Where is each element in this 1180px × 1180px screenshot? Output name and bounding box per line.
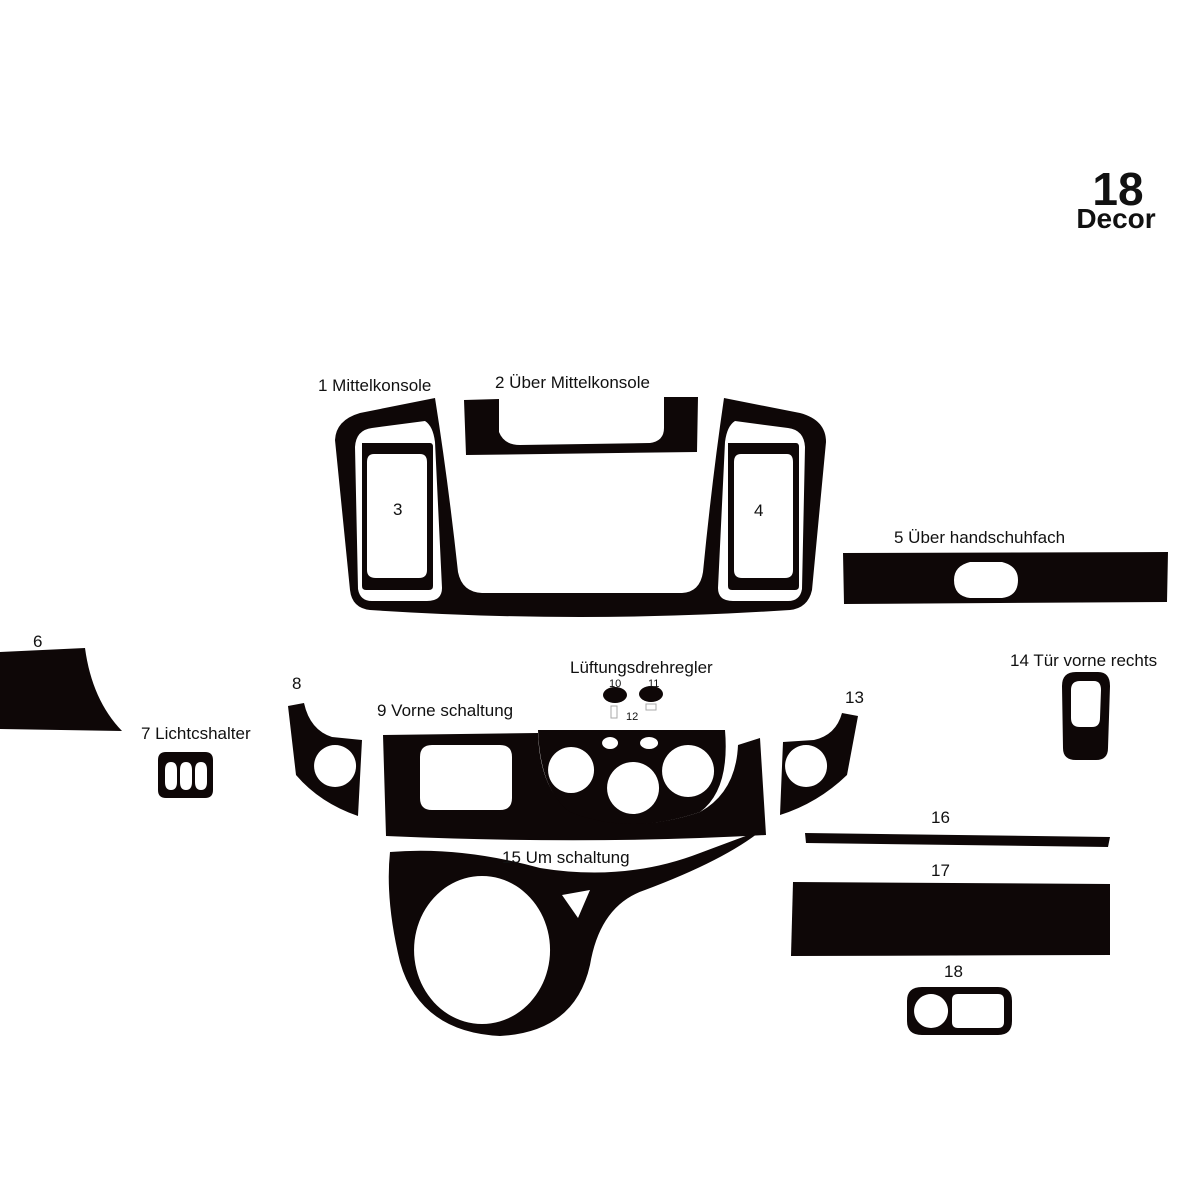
piece-13 [780,713,858,815]
label-piece-18: 18 [944,962,963,981]
label-piece-2: 2 Über Mittelkonsole [495,373,650,392]
piece-11-vent-knob [639,686,663,702]
piece-8 [288,703,362,816]
label-piece-16: 16 [931,808,950,827]
label-piece-17: 17 [931,861,950,880]
piece-vent-controls-panel [538,730,726,824]
piece-6 [0,648,122,731]
piece-4-right-vent-frame [728,443,799,590]
label-piece-8: 8 [292,674,301,693]
piece-12-small-insert-b [645,703,657,711]
label-piece-12: 12 [626,711,638,723]
label-piece-9: 9 Vorne schaltung [377,701,513,720]
label-piece-6: 6 [33,632,42,651]
label-piece-3: 3 [393,500,402,519]
piece-14-front-right-door [1062,672,1110,760]
piece-3-left-vent-frame [362,443,433,590]
piece-18 [907,987,1012,1035]
piece-5-above-glovebox [843,552,1168,604]
label-piece-10: 10 [609,678,621,690]
piece-1-center-console [335,398,826,617]
decor-title: Decor [1076,203,1155,234]
piece-12-small-insert [610,705,618,719]
label-piece-15: 15 Um schaltung [502,848,630,867]
piece-15-around-shifter [388,830,762,1036]
label-piece-14: 14 Tür vorne rechts [1010,651,1157,670]
label-piece-1: 1 Mittelkonsole [318,376,431,395]
label-piece-11: 11 [648,678,659,690]
label-piece-5: 5 Über handschuhfach [894,528,1065,547]
piece-9-front-shifter [383,733,766,841]
label-piece-13: 13 [845,688,864,707]
piece-17-panel [791,882,1110,956]
piece-2-above-center-console [464,397,698,455]
label-piece-4: 4 [754,501,763,520]
piece-10-vent-knob [603,687,627,703]
piece-16-strip [805,833,1110,847]
piece-7-light-switch [158,752,213,798]
piece-count: 18 [1092,163,1143,215]
label-vent-controls: Lüftungsdrehregler [570,658,713,677]
label-piece-7: 7 Lichtcshalter [141,724,251,743]
